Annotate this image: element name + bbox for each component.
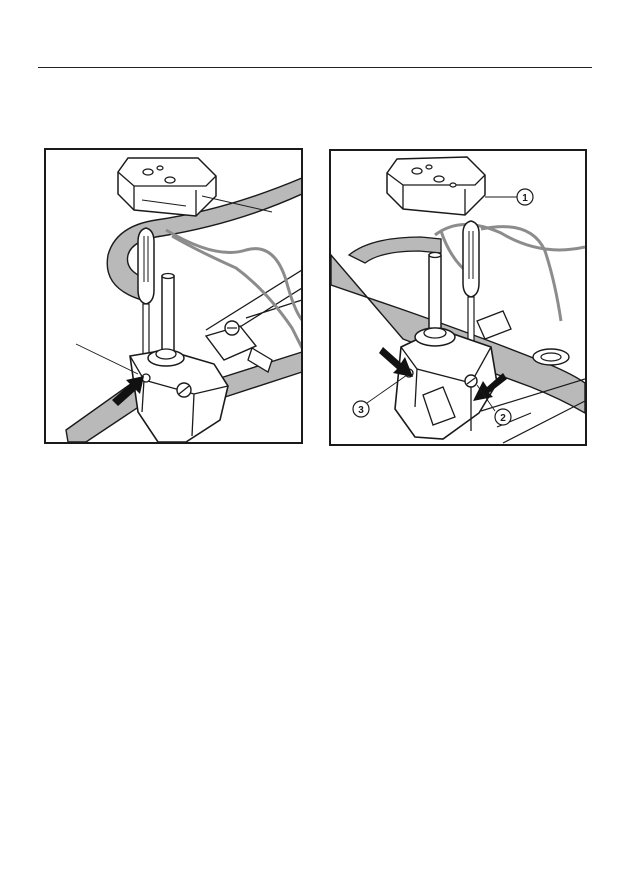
pipe-loop-upper [349,237,441,263]
bracket-top [118,158,216,216]
callout-2-label: 2 [500,413,506,424]
callout-1: 1 [517,189,533,205]
figure-right: 1 [329,149,587,446]
figure-left [44,148,303,444]
screwdriver [138,228,154,364]
header-rule [38,67,592,68]
callout-3: 3 [353,401,369,417]
leader-line-left [76,344,138,374]
sensor-rod [429,253,441,336]
callout-1-label: 1 [522,193,528,204]
callout-2: 2 [495,409,511,425]
figure-right-drawing: 1 [331,151,585,444]
callout-3-label: 3 [358,405,364,416]
wire-2 [481,227,561,321]
figure-left-drawing [46,150,301,442]
bracket-top [387,157,485,215]
sensor-rod [162,274,174,357]
